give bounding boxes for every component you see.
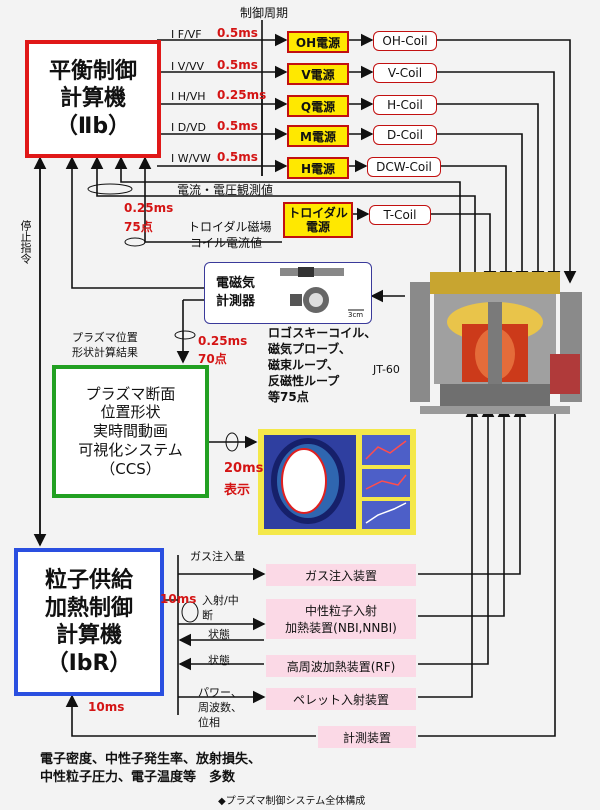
display-period: 20ms xyxy=(224,461,264,476)
coil-h: H-Coil xyxy=(373,95,437,115)
coil-t: T-Coil xyxy=(369,205,431,225)
plasma-result-line1: プラズマ位置 xyxy=(72,331,138,344)
signal-period-f: 0.5ms xyxy=(217,26,258,40)
rate2-points: 70点 xyxy=(198,352,227,366)
bottom-line1: 電子密度、中性子発生率、放射損失、 xyxy=(40,752,262,767)
particle-line3: 計算機 xyxy=(55,623,122,648)
em-scale: 3cm xyxy=(348,311,364,319)
state1-label: 状態 xyxy=(208,628,230,641)
ccs-line4: 可視化システム xyxy=(78,440,183,459)
device-nbi: 中性粒子入射 加熱装置(NBI,NNBI) xyxy=(266,599,416,639)
coil-d: D-Coil xyxy=(373,125,437,145)
current-voltage-label: 電流・電圧観測値 xyxy=(177,183,274,197)
coil-dcw: DCW-Coil xyxy=(367,157,441,177)
psu-toroidal-line2: 電源 xyxy=(305,220,330,234)
inject-stop-line2: 断 xyxy=(202,609,213,622)
psu-m: M電源 xyxy=(287,125,349,147)
signal-period-h: 0.25ms xyxy=(217,88,267,102)
rate1-period: 0.25ms xyxy=(124,201,174,215)
particle-line2: 加熱制御 xyxy=(44,595,133,621)
sensor-line3: 磁束ループ、 xyxy=(268,358,339,372)
ccs-line1: プラズマ断面 xyxy=(85,384,176,403)
psu-h: H電源 xyxy=(287,157,349,179)
ccs-line2: 位置形状 xyxy=(100,403,161,422)
em-sensor-photo xyxy=(280,267,364,313)
ccs-line3: 実時間動画 xyxy=(92,422,168,441)
equilibrium-line1: 平衡制御 xyxy=(48,58,137,84)
sensor-line4: 反磁性ループ xyxy=(268,374,340,388)
signal-label-w: I W/VW xyxy=(171,152,211,165)
signal-period-v: 0.5ms xyxy=(217,58,258,72)
sensor-line1: ロゴスキーコイル、 xyxy=(268,326,377,340)
equilibrium-line2: 計算機 xyxy=(59,86,126,112)
equilibrium-line3: （Ⅱb） xyxy=(55,113,131,139)
power-line1: パワー、 xyxy=(198,686,242,699)
psu-toroidal: トロイダル 電源 xyxy=(283,202,353,238)
sensor-line2: 磁気プローブ、 xyxy=(268,342,351,356)
psu-v: V電源 xyxy=(287,63,349,85)
device-gas-injection: ガス注入装置 xyxy=(266,564,416,586)
particle-heating-computer-box: 粒子供給 加熱制御 計算機 （ⅠbR） xyxy=(14,548,164,696)
signal-label-f: I F/VF xyxy=(171,28,202,41)
jt60-machine-illustration xyxy=(410,272,582,414)
machine-label: JT-60 xyxy=(373,363,400,376)
coil-oh: OH-Coil xyxy=(373,31,437,51)
sensor-line5: 等75点 xyxy=(268,390,309,404)
equilibrium-computer-box: 平衡制御 計算機 （Ⅱb） xyxy=(25,40,161,158)
psu-q: Q電源 xyxy=(287,95,349,117)
em-line1: 電磁気 xyxy=(216,276,256,291)
device-nbi-line2: 加熱装置(NBI,NNBI) xyxy=(285,621,397,635)
control-cycle-label: 制御周期 xyxy=(240,6,289,20)
signal-label-d: I D/VD xyxy=(171,121,206,134)
bottom-line2: 中性粒子圧力、電子温度等 多数 xyxy=(40,770,236,785)
em-line2: 計測器 xyxy=(216,294,256,309)
rate1-points: 75点 xyxy=(124,220,153,234)
ccs-box: プラズマ断面 位置形状 実時間動画 可視化システム （CCS） xyxy=(52,365,209,498)
rate3-period: 10ms xyxy=(160,592,197,606)
power-line3: 位相 xyxy=(198,716,220,729)
ccs-line5: （CCS） xyxy=(100,459,161,478)
particle-line1: 粒子供給 xyxy=(44,568,133,593)
gas-quantity-label: ガス注入量 xyxy=(190,550,245,563)
toroidal-label1: トロイダル磁場 xyxy=(188,220,272,234)
device-nbi-line1: 中性粒子入射 xyxy=(304,604,377,618)
rate4-period: 10ms xyxy=(88,700,125,714)
stop-command-label: 停止指令 xyxy=(19,220,32,264)
plasma-result-line2: 形状計算結果 xyxy=(72,346,138,359)
psu-toroidal-line1: トロイダル xyxy=(288,205,348,220)
signal-label-v: I V/VV xyxy=(171,60,205,73)
toroidal-label2: コイル電流値 xyxy=(190,236,263,250)
coil-v: V-Coil xyxy=(373,63,437,83)
state2-label: 状態 xyxy=(208,654,230,667)
figure-caption: ◆プラズマ制御システム全体構成 xyxy=(218,796,366,807)
inject-stop-line1: 入射/中 xyxy=(202,594,239,607)
device-rf: 高周波加熱装置(RF) xyxy=(266,655,416,677)
device-pellet: ペレット入射装置 xyxy=(266,688,416,710)
psu-oh: OH電源 xyxy=(287,31,349,53)
ccs-display-screenshot xyxy=(258,429,416,535)
display-label: 表示 xyxy=(224,483,251,498)
signal-period-w: 0.5ms xyxy=(217,150,258,164)
signal-label-h: I H/VH xyxy=(171,90,206,103)
signal-period-d: 0.5ms xyxy=(217,119,258,133)
power-line2: 周波数、 xyxy=(198,701,242,714)
device-measurement: 計測装置 xyxy=(318,726,416,748)
particle-line4: （ⅠbR） xyxy=(46,650,132,676)
rate2-period: 0.25ms xyxy=(198,334,248,348)
